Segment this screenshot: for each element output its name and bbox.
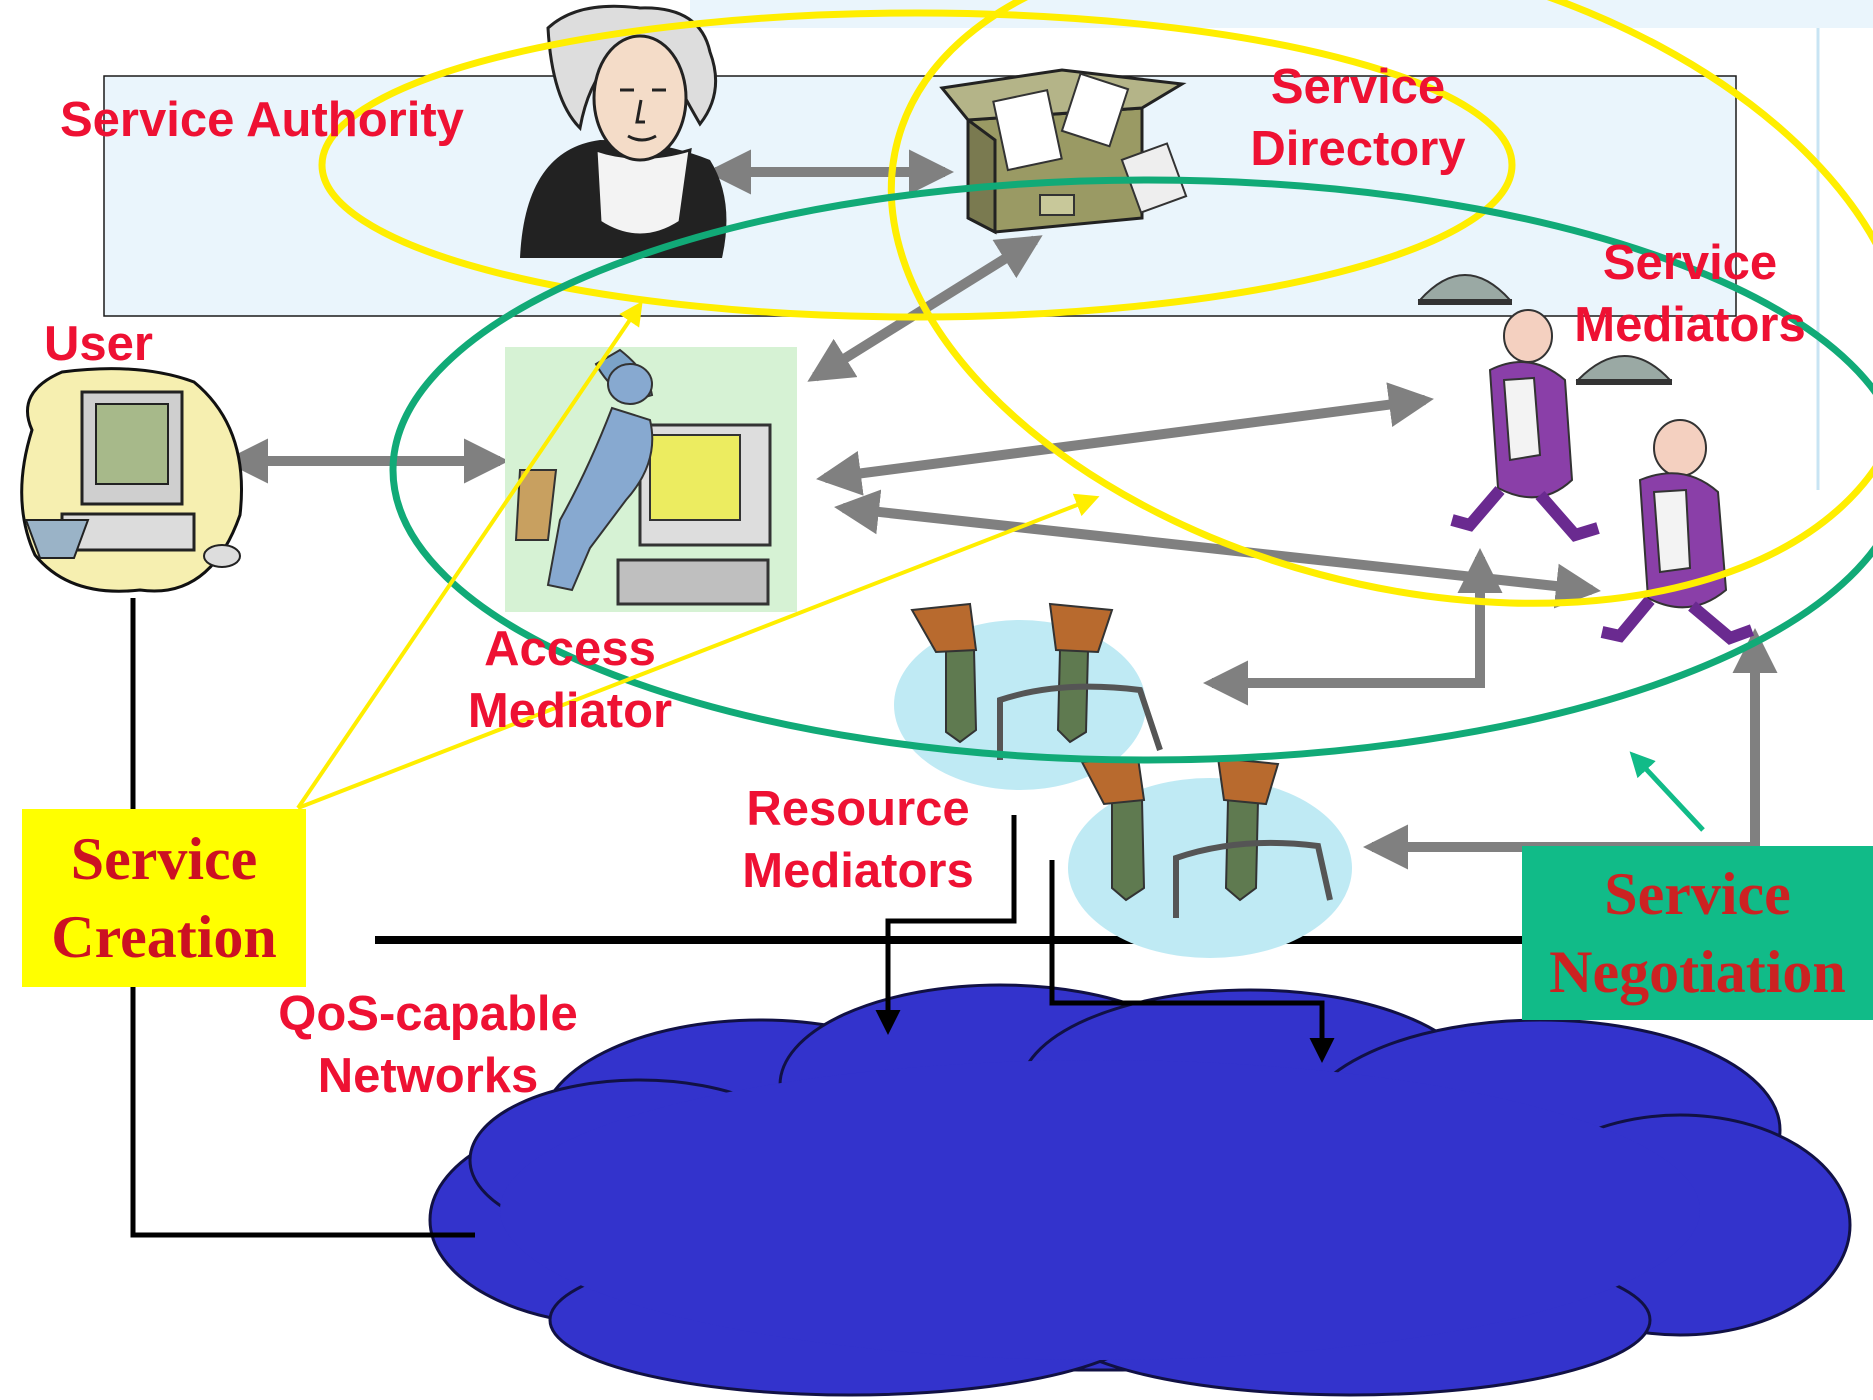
service-negotiation-box: Service Negotiation <box>1522 846 1873 1020</box>
negotiation-arrow <box>1629 751 1705 832</box>
access-mediator-label-line2: Mediator <box>467 684 673 738</box>
service-mediators-label: Service Mediators <box>1560 232 1820 356</box>
service-creation-line1: Service <box>70 826 258 892</box>
service-negotiation-line1: Service <box>1604 861 1791 927</box>
mediators-ellipse <box>887 0 1873 607</box>
negotiation-ellipse <box>389 176 1873 764</box>
service-directory-label-line1: Service <box>1270 60 1446 114</box>
interaction-arrows <box>223 149 1778 870</box>
access-mediator-label-line1: Access <box>484 622 656 676</box>
desktop-computer-icon <box>20 367 244 593</box>
service-mediators-label-line2: Mediators <box>1574 298 1806 352</box>
waiter-with-tray-icon <box>1417 274 1755 645</box>
service-negotiation-box-bg <box>1522 846 1873 1020</box>
qos-networks-label-line1: QoS-capable <box>278 987 578 1041</box>
concept-ellipses <box>318 0 1873 764</box>
service-authority-label: Service Authority <box>60 93 464 147</box>
resource-mediators-label: Resource Mediators <box>718 778 998 902</box>
service-creation-box-bg <box>22 809 306 987</box>
authority-directory-ellipse <box>318 9 1516 321</box>
resource-mediators-label-line2: Mediators <box>742 844 974 898</box>
service-negotiation-line2: Negotiation <box>1549 939 1846 1005</box>
service-mediators-label-line1: Service <box>1602 236 1778 290</box>
service-directory-label: Service Directory <box>1228 56 1488 180</box>
resource-mediators-label-line1: Resource <box>746 782 970 836</box>
user-label: User <box>44 317 153 371</box>
network-cloud <box>428 983 1852 1397</box>
service-creation-box: Service Creation <box>22 809 306 987</box>
service-directory-label-line2: Directory <box>1250 122 1466 176</box>
access-mediator-label: Access Mediator <box>430 618 710 742</box>
creation-arrows <box>296 301 1100 810</box>
file-box-icon <box>939 68 1188 235</box>
qos-networks-label-line2: Networks <box>317 1049 539 1103</box>
qos-networks-label: QoS-capable Networks <box>258 983 598 1107</box>
service-creation-line2: Creation <box>51 904 277 970</box>
man-climbing-into-computer-icon <box>505 347 797 612</box>
